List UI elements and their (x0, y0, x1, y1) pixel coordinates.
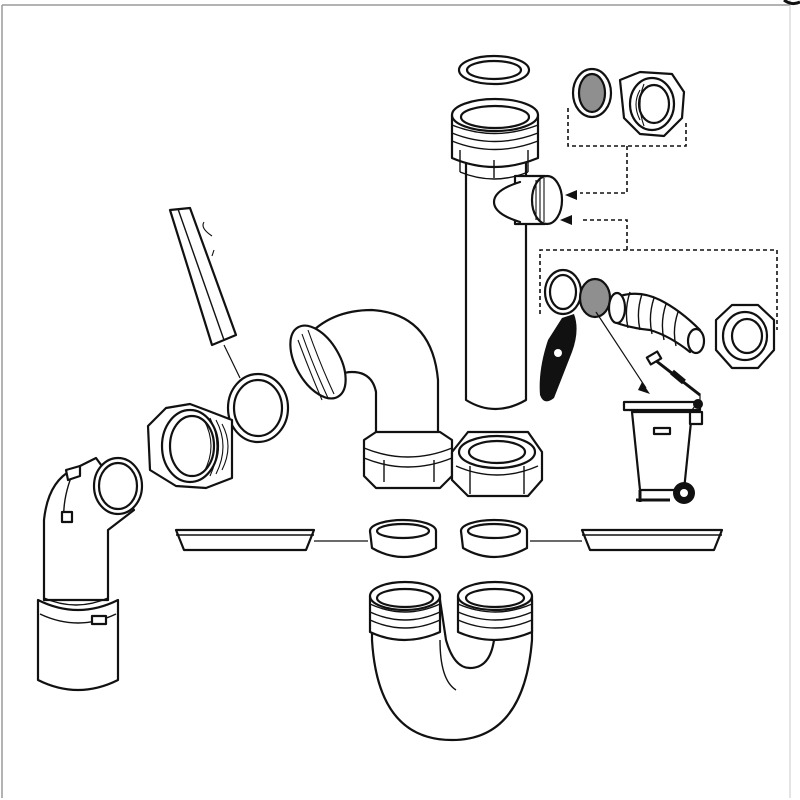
bend-pipe (289, 308, 454, 490)
overflow-strip (168, 206, 241, 379)
hose-barb-connector (607, 291, 706, 355)
ring-seal-left (368, 518, 438, 558)
hose-nut (714, 303, 776, 370)
cap-nut (618, 70, 686, 138)
inlet-cap-group (567, 67, 687, 194)
tailpiece-tube (450, 97, 564, 410)
union-nut-left (146, 402, 234, 490)
sealing-ring-small (543, 268, 583, 316)
sealing-ring-left (226, 372, 290, 444)
hex-nut-center (450, 430, 544, 498)
trash-bin-icon (622, 394, 704, 504)
gray-washer (571, 67, 613, 119)
top-sealing-ring (457, 54, 531, 86)
conical-seal-right (580, 528, 724, 552)
left-elbow-pipe (36, 456, 144, 692)
conical-seal-left (174, 528, 368, 552)
inlet-arrows (560, 190, 577, 225)
gray-disc (578, 277, 612, 319)
removal-tool (539, 311, 650, 402)
hose-connector-group (539, 219, 778, 370)
u-trap (368, 580, 534, 742)
recycle-icon (645, 350, 701, 397)
ring-seal-right (459, 518, 582, 558)
